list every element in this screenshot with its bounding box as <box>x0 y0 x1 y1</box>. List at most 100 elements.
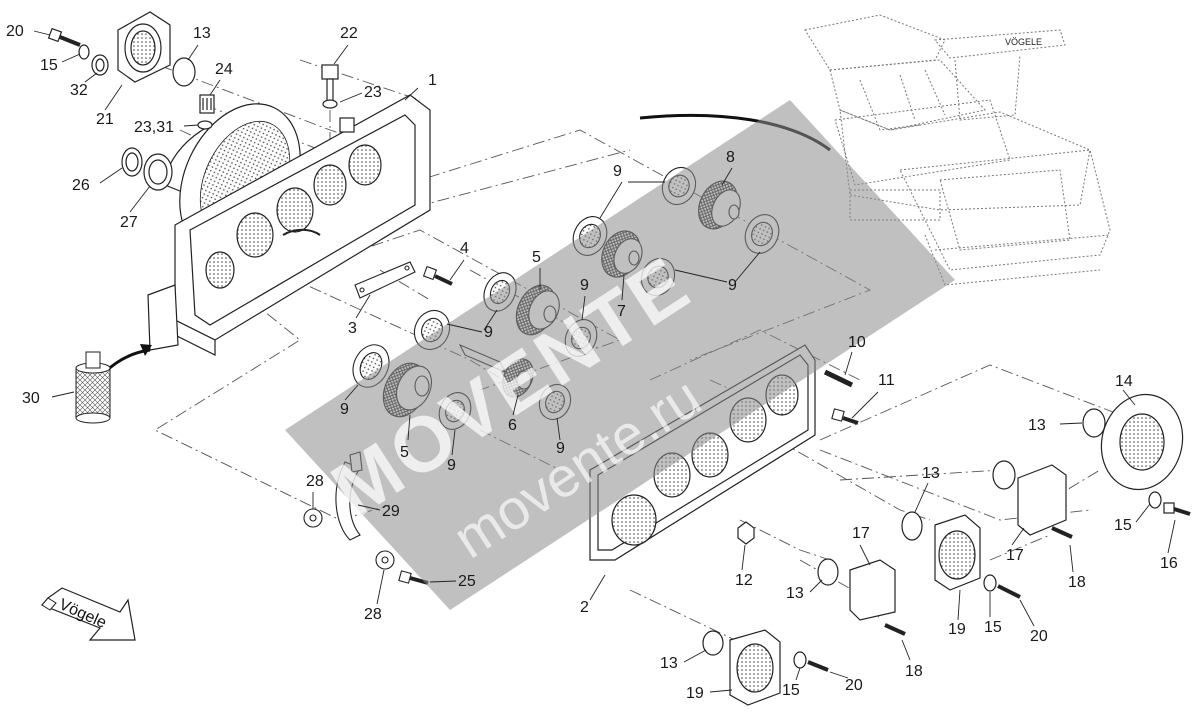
callout-label-15: 15 <box>1114 517 1132 534</box>
callout-label-13: 13 <box>922 465 940 482</box>
leader-line <box>621 274 625 301</box>
leader-line <box>809 579 823 593</box>
leader-line <box>446 323 483 333</box>
callout-label-15: 15 <box>782 682 800 699</box>
callout-label-27: 27 <box>120 214 138 231</box>
locking-plate <box>354 261 453 299</box>
callout-label-13: 13 <box>193 25 211 42</box>
callout-label-32: 32 <box>70 82 88 99</box>
leader-line <box>1135 503 1151 523</box>
callout-label-28: 28 <box>364 606 382 623</box>
leader-line <box>914 482 929 513</box>
callout-label-3: 3 <box>348 320 357 337</box>
leader-line <box>84 72 98 83</box>
callout-label-30: 30 <box>22 390 40 407</box>
leader-line <box>589 574 606 601</box>
callout-label-21: 21 <box>96 111 114 128</box>
callout-label-9: 9 <box>613 163 622 180</box>
leader-line <box>183 124 199 127</box>
callout-labels: 1234556789999999101112131313131314151515… <box>6 23 1178 702</box>
leader-line <box>209 79 221 96</box>
callout-label-24: 24 <box>215 61 233 78</box>
callout-label-4: 4 <box>460 240 469 257</box>
callout-label-5: 5 <box>532 249 541 266</box>
leader-line <box>129 185 151 213</box>
callout-label-18: 18 <box>905 663 923 680</box>
callout-label-12: 12 <box>735 572 753 589</box>
leader-line <box>1069 544 1074 573</box>
leader-line <box>355 294 371 319</box>
callout-label-9: 9 <box>340 401 349 418</box>
leader-line <box>344 384 359 401</box>
leader-line <box>1019 599 1035 627</box>
leader-line <box>376 569 385 605</box>
callout-label-28: 28 <box>306 473 324 490</box>
leader-line <box>1011 527 1025 546</box>
leader-line <box>957 589 961 621</box>
callout-label-9: 9 <box>447 457 456 474</box>
leader-line <box>795 667 801 681</box>
callout-label-9: 9 <box>728 277 737 294</box>
callout-label-13: 13 <box>660 655 678 672</box>
leader-line <box>61 53 81 63</box>
callout-label-20: 20 <box>6 23 24 40</box>
leader-line <box>709 689 733 693</box>
leader-line <box>449 259 465 281</box>
leader-line <box>844 351 853 376</box>
breather-filter <box>75 351 111 424</box>
leader-line <box>851 391 879 419</box>
leader-line <box>599 181 623 219</box>
callout-label-22: 22 <box>340 25 358 42</box>
callout-label-17: 17 <box>852 525 870 542</box>
leader-line <box>357 504 381 511</box>
callout-label-13: 13 <box>1028 417 1046 434</box>
leader-line <box>859 544 871 566</box>
leader-line <box>734 251 761 283</box>
callout-label-7: 7 <box>617 303 626 320</box>
leader-line <box>829 671 849 679</box>
gear-housing <box>147 94 431 356</box>
leader-line <box>99 167 123 184</box>
callout-label-17: 17 <box>1006 547 1024 564</box>
callout-label-15: 15 <box>984 619 1002 636</box>
callout-label-20: 20 <box>1030 628 1048 645</box>
leader-line <box>512 394 519 416</box>
callout-label-1: 1 <box>428 72 437 89</box>
leader-line <box>1122 389 1136 406</box>
callout-label-9: 9 <box>556 440 565 457</box>
callout-label-19: 19 <box>686 685 704 702</box>
leader-line <box>187 44 199 61</box>
callout-label-9: 9 <box>580 277 589 294</box>
callout-label-8: 8 <box>726 149 735 166</box>
callout-label-9: 9 <box>578 273 587 290</box>
leader-line <box>674 269 728 283</box>
leader-line <box>333 44 349 65</box>
leader-line <box>339 92 363 103</box>
callout-label-6: 6 <box>508 417 517 434</box>
top-left-parts <box>47 11 339 191</box>
right-flanges <box>702 393 1191 706</box>
callout-label-26: 26 <box>72 177 90 194</box>
leader-line <box>721 167 733 186</box>
watermark: MOVENTE movente.ru <box>285 100 955 610</box>
callout-label-19: 19 <box>948 621 966 638</box>
pointer-arrow <box>103 348 151 374</box>
leader-line <box>404 87 419 101</box>
leader-line <box>683 649 707 663</box>
callout-label-23: 23 <box>364 84 382 101</box>
paver-brand-label: VÖGELE <box>1005 37 1042 47</box>
leader-line <box>741 544 746 571</box>
vogele-arrow: Vögele <box>40 587 136 641</box>
leader-line <box>407 414 411 441</box>
leader-line <box>581 295 586 321</box>
leader-line <box>429 580 457 583</box>
callout-label-18: 18 <box>1068 574 1086 591</box>
leader-line <box>901 639 911 661</box>
callout-label-9: 9 <box>484 324 493 341</box>
callout-label-14: 14 <box>1115 373 1133 390</box>
callout-label-13: 13 <box>786 585 804 602</box>
leader-line <box>51 391 75 398</box>
leader-line <box>483 309 498 331</box>
